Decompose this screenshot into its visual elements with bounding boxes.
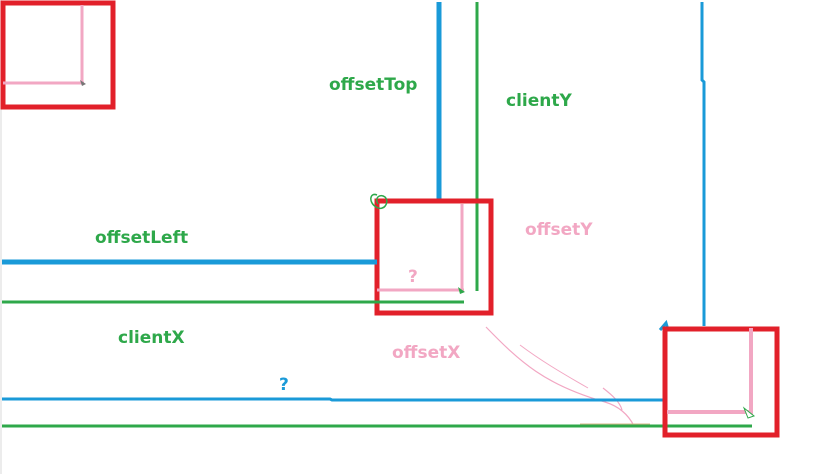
- label-question-pink: ?: [408, 267, 418, 287]
- label-offset-y: offsetY: [525, 220, 593, 240]
- pink-curve-tail: [519, 344, 589, 389]
- label-client-y: clientY: [506, 91, 572, 111]
- label-client-x: clientX: [118, 328, 185, 348]
- label-offset-left: offsetLeft: [95, 228, 188, 248]
- bottom-right-element-box: [662, 326, 780, 438]
- label-offset-x: offsetX: [392, 343, 460, 363]
- pink-curve-main: [485, 326, 635, 427]
- origin-box: [0, 0, 116, 110]
- label-offset-top: offsetTop: [329, 75, 417, 95]
- scribble-circle-icon: [370, 193, 388, 209]
- center-element-box: [374, 198, 494, 316]
- bottom-offset-left-line: [2, 397, 666, 402]
- origin-box-cursor-icon: [80, 80, 86, 86]
- right-offset-top-line: [700, 2, 706, 326]
- center-cursor-icon: [458, 287, 465, 294]
- bottom-right-cursor-icon: [742, 406, 756, 419]
- label-question-blue: ?: [279, 375, 289, 395]
